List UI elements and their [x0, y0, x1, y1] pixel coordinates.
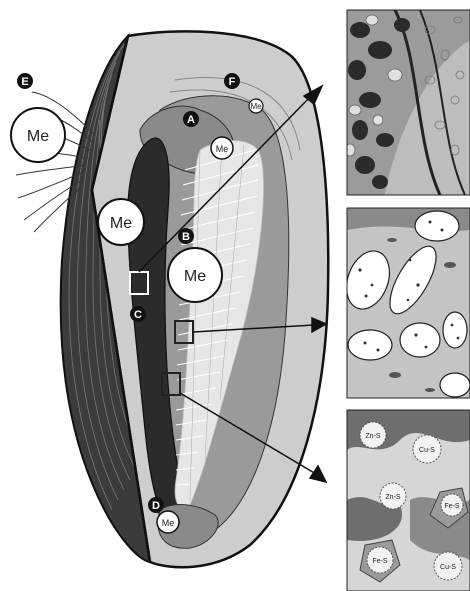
svg-text:A: A — [187, 114, 195, 126]
mineral-cu-s-2: Cu-S — [434, 552, 462, 580]
mineral-zn-s-2: Zn-S — [380, 483, 406, 509]
svg-text:Zn-S: Zn-S — [385, 494, 401, 501]
svg-text:Me: Me — [27, 128, 49, 145]
label-a: A — [183, 111, 199, 127]
svg-text:E: E — [21, 76, 28, 88]
svg-text:Fe-S: Fe-S — [444, 503, 460, 510]
me-circle-digestive: Me — [211, 137, 233, 159]
me-circle-left: Me — [98, 199, 144, 245]
detail-panel-2 — [339, 208, 470, 398]
svg-text:Cu-S: Cu-S — [419, 447, 435, 454]
label-e: E — [17, 73, 33, 89]
svg-text:Me: Me — [110, 215, 132, 232]
svg-text:Cu-S: Cu-S — [440, 564, 456, 571]
svg-text:F: F — [229, 76, 236, 88]
detail-panel-1 — [345, 10, 470, 195]
label-f: F — [224, 73, 240, 89]
detail-panel-3: Zn-S Cu-S Zn-S Fe-S Fe-S Cu — [347, 410, 470, 591]
svg-text:Me: Me — [184, 268, 206, 285]
svg-text:Zn-S: Zn-S — [365, 433, 381, 440]
svg-text:Me: Me — [250, 102, 262, 111]
svg-text:D: D — [152, 500, 160, 512]
svg-text:B: B — [182, 231, 190, 243]
svg-text:Me: Me — [162, 518, 175, 528]
me-circle-lower: Me — [157, 511, 179, 533]
me-circle-byssus: Me — [11, 108, 65, 162]
me-circle-mantle: Me — [249, 99, 263, 113]
label-c: C — [130, 306, 146, 322]
label-d: D — [148, 497, 164, 513]
me-circle-gill: Me — [168, 248, 222, 302]
svg-text:Fe-S: Fe-S — [372, 558, 388, 565]
mineral-zn-s-1: Zn-S — [360, 422, 386, 448]
svg-text:Me: Me — [216, 144, 229, 154]
svg-text:C: C — [134, 309, 142, 321]
mineral-cu-s-1: Cu-S — [413, 435, 441, 463]
